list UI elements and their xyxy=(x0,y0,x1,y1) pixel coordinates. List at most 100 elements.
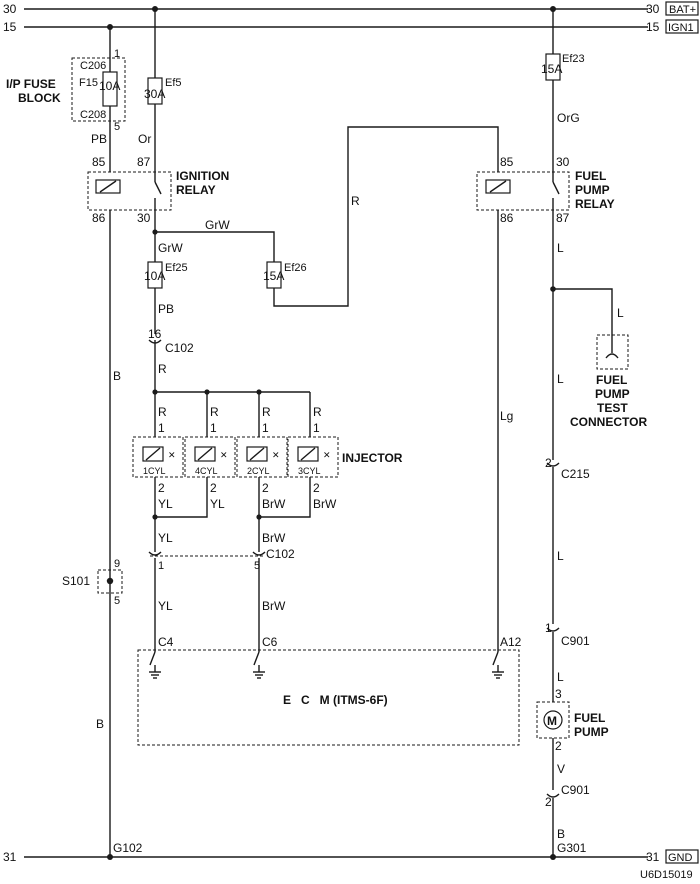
ign-rail-tag: IGN1 xyxy=(668,22,694,34)
test-connector-title-line3: TEST xyxy=(597,401,628,415)
ignition-relay-pin-85: 85 xyxy=(92,155,106,169)
c102-bottom-pin-right: 5 xyxy=(254,560,260,572)
injector-1cyl: ✕ R 1 1CYL 2 YL xyxy=(132,392,184,552)
test-connector-wire: L xyxy=(617,306,624,320)
gnd-rail-tag: GND xyxy=(668,852,693,864)
ef5-id: Ef5 xyxy=(165,77,182,89)
fuel-relay-pin-87: 87 xyxy=(556,211,570,225)
fuel-pump-test-connector: L FUEL PUMP TEST CONNECTOR xyxy=(553,288,647,429)
ef5-branch: Ef5 30A Or xyxy=(138,6,182,172)
ef5-rating: 30A xyxy=(144,87,165,101)
ecm-pin-c4: C4 xyxy=(158,635,174,649)
fuel-pump-pin-top: 3 xyxy=(555,687,562,701)
bat-rail: 30 30 BAT+ xyxy=(3,1,699,16)
fuel-pump-title-line2: PUMP xyxy=(574,725,609,739)
bat-rail-left-label: 30 xyxy=(3,2,17,16)
motor-m-glyph: M xyxy=(547,714,557,728)
injector-1cyl-pin-out: 2 xyxy=(158,481,165,495)
c102-bottom-wire-right-out: BrW xyxy=(262,599,286,613)
ef25-wire-in: GrW xyxy=(158,241,183,255)
ignition-relay-pin-30: 30 xyxy=(137,211,151,225)
fuel-relay-pin-30: 30 xyxy=(556,155,570,169)
injector-4cyl: ✕ R 1 4CYL 2 YL xyxy=(152,392,236,520)
splice-s101-label: S101 xyxy=(62,574,90,588)
fuel-pump-wire-out: V xyxy=(557,762,565,776)
ignition-relay-title-line1: IGNITION xyxy=(176,169,229,183)
fuel-relay-title-line3: RELAY xyxy=(575,197,615,211)
injector-2cyl-pin-in: 1 xyxy=(262,421,269,435)
c102-top-pin: 16 xyxy=(148,327,162,341)
ecm-title: E C M (ITMS-6F) xyxy=(283,693,388,707)
left-ground-wire: B B G102 xyxy=(96,210,143,860)
c102-bottom-label: C102 xyxy=(266,547,295,561)
ecm-pin-c6: C6 xyxy=(262,635,278,649)
relay-switch-icon xyxy=(552,181,560,195)
fuel-pump-wire: L L xyxy=(550,210,564,460)
test-connector-title-line2: PUMP xyxy=(595,387,630,401)
connector-female-icon xyxy=(605,353,619,359)
fuel-pump-pin-bottom: 2 xyxy=(555,739,562,753)
fuel-relay-wire-86: Lg xyxy=(500,409,513,423)
c215-label: C215 xyxy=(561,467,590,481)
bat-rail-right-label: 30 xyxy=(646,2,660,16)
injector-3cyl-pin-out: 2 xyxy=(313,481,320,495)
c102-bottom-wire-left-out: YL xyxy=(158,599,173,613)
fuel-relay-title-line2: PUMP xyxy=(575,183,610,197)
c102-bottom-wire-right-in: BrW xyxy=(262,531,286,545)
ef23-branch: Ef23 15A OrG xyxy=(541,6,585,172)
gnd-rail-left-label: 31 xyxy=(3,850,17,864)
ef25-id: Ef25 xyxy=(165,262,188,274)
ip-fuse-pin-bottom: 5 xyxy=(114,121,120,133)
fuel-relay-wire-87: L xyxy=(557,241,564,255)
c901-top-label: C901 xyxy=(561,634,590,648)
connector-c102-bottom: YL BrW 1 5 C102 YL BrW xyxy=(148,531,295,652)
connector-c901-bottom: 2 C901 B G301 xyxy=(545,783,590,860)
c901-bottom-label: C901 xyxy=(561,783,590,797)
injector-1cyl-wire-in: R xyxy=(158,405,167,419)
left-wire-upper-label: B xyxy=(113,369,121,383)
fuel-relay-pin-86: 86 xyxy=(500,211,514,225)
injector-spray-icon: ✕ xyxy=(323,450,331,460)
ip-fuse-connector-bottom: C208 xyxy=(80,109,106,121)
test-connector-title-line1: FUEL xyxy=(596,373,627,387)
test-connector-title-line4: CONNECTOR xyxy=(570,415,647,429)
c215-wire-in: L xyxy=(557,372,564,386)
ign-rail-right-label: 15 xyxy=(646,20,660,34)
injector-2cyl: ✕ R 1 2CYL 2 BrW xyxy=(236,392,288,552)
ground-g102-label: G102 xyxy=(113,841,143,855)
ignition-relay-pin-86: 86 xyxy=(92,211,106,225)
ef25-branch: GrW Ef25 10A PB xyxy=(144,210,188,334)
ip-fuse-rating: 10A xyxy=(99,79,120,93)
ignition-relay: 85 87 86 30 IGNITION RELAY xyxy=(87,155,229,225)
ground-g301-label: G301 xyxy=(557,841,587,855)
ef26-wire-in: GrW xyxy=(205,218,230,232)
ef26-branch: GrW Ef26 15A R xyxy=(155,126,499,307)
left-wire-lower-label: B xyxy=(96,717,104,731)
ef26-id: Ef26 xyxy=(284,262,307,274)
ign-rail: 15 15 IGN1 xyxy=(3,19,699,34)
ign-rail-left-label: 15 xyxy=(3,20,17,34)
injector-title: INJECTOR xyxy=(342,451,403,465)
injector-3cyl-wire-out: BrW xyxy=(313,497,337,511)
ip-fuse-connector-top: C206 xyxy=(80,60,106,72)
fuel-pump: M 3 2 FUEL PUMP V xyxy=(536,687,609,790)
ef5-wire: Or xyxy=(138,132,151,146)
fuel-relay-title-line1: FUEL xyxy=(575,169,606,183)
connector-c102-top: 16 C102 R xyxy=(148,327,194,392)
ef23-wire: OrG xyxy=(557,111,580,125)
ef23-id: Ef23 xyxy=(562,53,585,65)
relay-switch-icon xyxy=(154,181,162,195)
injector-2cyl-wire-in: R xyxy=(262,405,271,419)
injector-3cyl: ✕ R 1 3CYL 2 BrW xyxy=(256,392,339,520)
connector-c901-top: 1 C901 L xyxy=(545,621,590,702)
ef25-wire-out: PB xyxy=(158,302,174,316)
fuel-relay-pin-85: 85 xyxy=(500,155,514,169)
ip-fuse-title-line2: BLOCK xyxy=(18,91,61,105)
ef26-rating: 15A xyxy=(263,269,284,283)
ip-fuse-wire: PB xyxy=(91,132,107,146)
c102-top-wire: R xyxy=(158,362,167,376)
splice-s101: 9 5 S101 xyxy=(62,558,123,607)
ignition-relay-pin-87: 87 xyxy=(137,155,151,169)
c102-bottom-pin-left: 1 xyxy=(158,560,164,572)
injector-2cyl-label: 2CYL xyxy=(247,466,270,476)
